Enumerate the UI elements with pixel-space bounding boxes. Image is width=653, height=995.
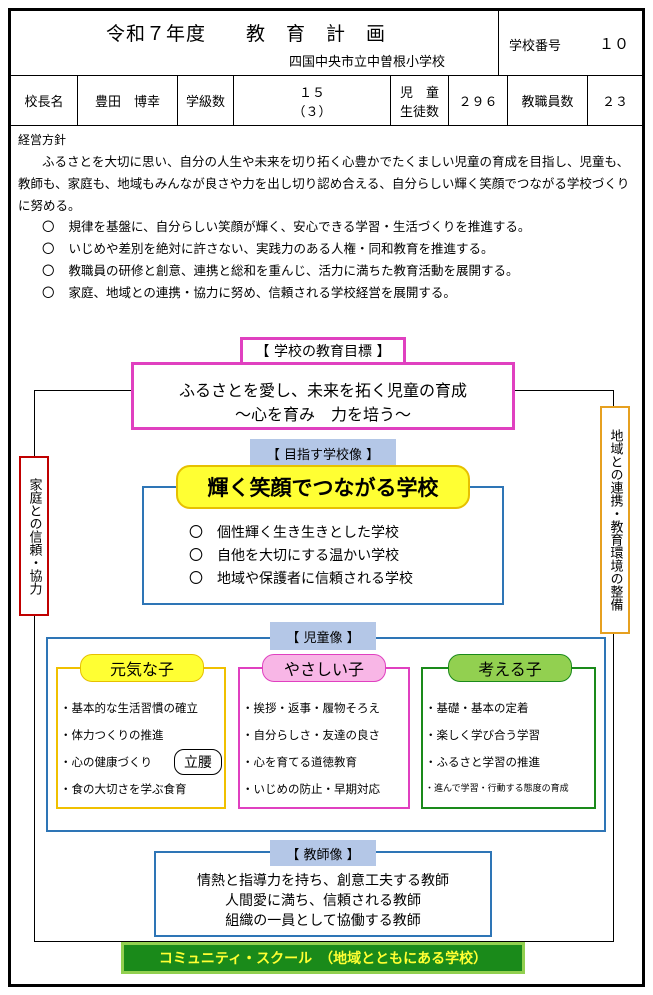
teacher-line: 情熱と指導力を持ち、創意工夫する教師 [197,873,449,889]
child-group-item: ふるさと学習の推進 [425,749,569,776]
teacher-line: 人間愛に満ち、信頼される教師 [225,893,421,909]
policy-list: 規律を基盤に、自分らしい笑顔が輝く、安心できる学習・生活づくりを推進する。 いじ… [42,216,642,304]
vision-item: 〇地域や保護者に信頼される学校 [189,571,413,587]
vision-label: 【 目指す学校像 】 [250,439,396,467]
classes-label: 学級数 [178,76,234,125]
goal-line1: ふるさとを愛し、未来を拓く児童の育成 [178,381,467,400]
vision-item: 〇自他を大切にする温かい学校 [189,548,400,564]
child-group-item: 自分らしさ・友達の良さ [242,722,381,749]
child-group-item: 体力つくりの推進 [60,722,198,749]
students-label-2: 生徒数 [399,104,439,120]
school-number: １０ [599,35,630,53]
page-frame [8,8,645,987]
school-name: 四国中央市立中曽根小学校 [289,55,446,70]
children-label: 【 児童像 】 [270,622,376,650]
teacher-lines: 情熱と指導力を持ち、創意工夫する教師 人間愛に満ち、信頼される教師 組織の一員と… [156,871,490,931]
policy-text: ふるさとを大切に思い、自分の人生や未来を切り拓く心豊かでたくましい児童の育成を目… [18,154,630,213]
goal-box: ふるさとを愛し、未来を拓く児童の育成 ～心を育み 力を培う～ [131,362,515,430]
side-right-box: 地域との連携・教育環境の整備 [600,406,630,634]
child-group-kangaeru: 基礎・基本の定着 楽しく学び合う学習 ふるさと学習の推進 進んで学習・行動する態… [421,667,596,809]
classes-value: １５ [298,85,325,101]
policy-item: 教職員の研修と創意、連携と総和を重んじ、活力に満ちた教育活動を展開する。 [42,260,642,282]
classes-cell: １５ （３） [234,76,391,125]
header-row: 令和７年度 教 育 計 画 四国中央市立中曽根小学校 学校番号 １０ [11,11,642,76]
child-group-item: 食の大切さを学ぶ食育 [60,776,198,803]
child-group-item: 心を育てる道徳教育 [242,749,380,776]
info-row: 校長名 豊田 博幸 学級数 １５ （３） 児 童 生徒数 ２９６ 教職員数 ２３ [11,76,642,126]
teacher-line: 組織の一員として協働する教師 [225,913,421,929]
child-group-list: 基本的な生活習慣の確立 体力つくりの推進 心の健康づくり 食の大切さを学ぶ食育 [60,695,199,803]
school-number-label: 学校番号 [509,39,562,54]
page-title: 令和７年度 教 育 計 画 [106,23,387,45]
child-group-genki: 基本的な生活習慣の確立 体力つくりの推進 心の健康づくり 食の大切さを学ぶ食育 … [56,667,226,809]
side-left-box: 家庭との信頼・協力 [19,456,49,616]
staff-label: 教職員数 [508,76,588,125]
students-value: ２９６ [449,76,508,125]
vision-list: 〇個性輝く生き生きとした学校 〇自他を大切にする温かい学校 〇地域や保護者に信頼… [189,522,413,591]
child-group-item: 基礎・基本の定着 [425,695,569,722]
policy-title: 経営方針 [18,133,67,147]
child-group-item: 心の健康づくり [60,749,198,776]
community-school-banner: コミュニティ・スクール （地域とともにある学校） [121,942,525,974]
teacher-label: 【 教師像 】 [270,840,376,866]
child-group-title: やさしい子 [262,654,386,682]
principal-name: 豊田 博幸 [78,76,178,125]
policy-item: 規律を基盤に、自分らしい笑顔が輝く、安心できる学習・生活づくりを推進する。 [42,216,642,238]
child-group-item: 挨拶・返事・履物そろえ [242,695,381,722]
child-group-list: 基礎・基本の定着 楽しく学び合う学習 ふるさと学習の推進 進んで学習・行動する態… [425,695,569,803]
title-cell: 令和７年度 教 育 計 画 四国中央市立中曽根小学校 [11,11,499,75]
vision-item: 〇個性輝く生き生きとした学校 [189,525,399,541]
child-group-item: 進んで学習・行動する態度の育成 [425,776,569,803]
goal-label: 【 学校の教育目標 】 [240,337,406,365]
child-group-list: 挨拶・返事・履物そろえ 自分らしさ・友達の良さ 心を育てる道徳教育 いじめの防止… [242,695,381,803]
students-label: 児 童 生徒数 [391,76,449,125]
policy-item: 家庭、地域との連携・協力に努め、信頼される学校経営を展開する。 [42,282,642,304]
child-group-yasashii: 挨拶・返事・履物そろえ 自分らしさ・友達の良さ 心を育てる道徳教育 いじめの防止… [238,667,410,809]
staff-value: ２３ [601,95,628,110]
child-group-item: 楽しく学び合う学習 [425,722,569,749]
child-group-title: 考える子 [448,654,572,682]
child-group-item: いじめの防止・早期対応 [242,776,381,803]
child-group-title: 元気な子 [80,654,204,682]
child-group-item: 基本的な生活習慣の確立 [60,695,199,722]
vision-headline: 輝く笑顔でつながる学校 [176,465,470,509]
goal-line2: ～心を育み 力を培う～ [234,405,411,424]
ritsuyo-badge: 立腰 [174,749,222,775]
policy-item: いじめや差別を絶対に許さない、実践力のある人権・同和教育を推進する。 [42,238,642,260]
classes-sub: （３） [292,104,332,120]
principal-label: 校長名 [11,76,78,125]
students-label-1: 児 童 [399,85,439,101]
